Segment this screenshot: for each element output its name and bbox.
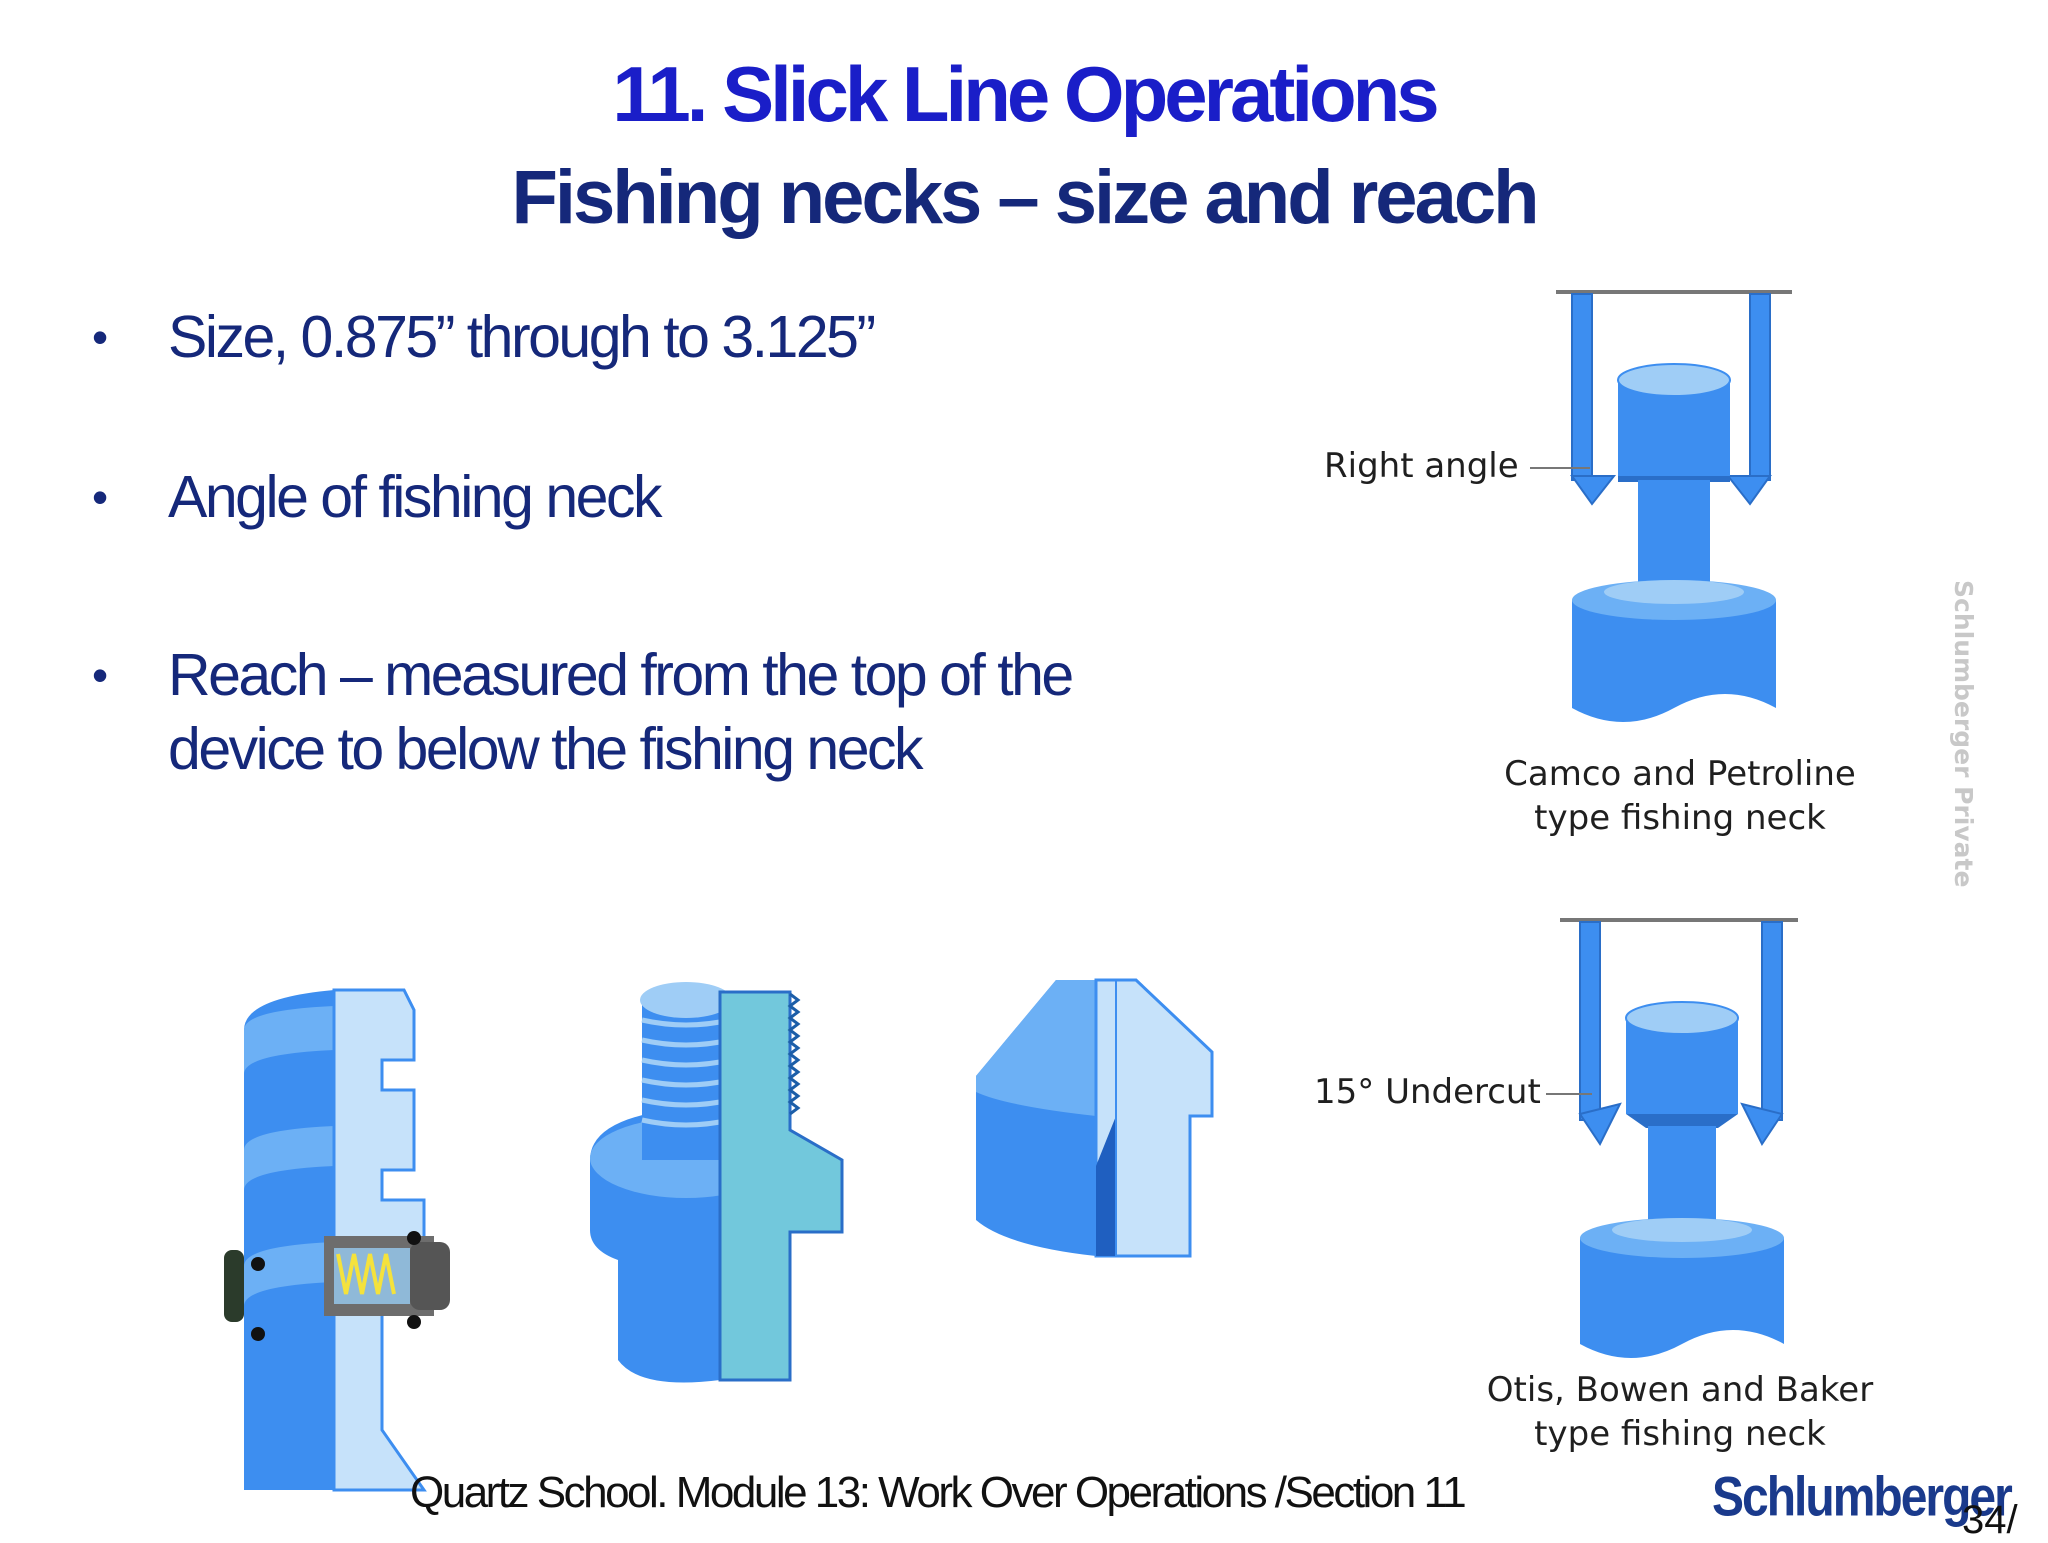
spring-loaded-fishing-neck-cutaway — [224, 988, 450, 1492]
right-angle-fishing-neck-diagram — [1556, 290, 1792, 722]
conical-fishing-neck-cutaway — [976, 978, 1214, 1258]
top-caption-line1: Camco and Petroline — [1504, 754, 1856, 794]
slide-subtitle: Fishing necks – size and reach — [511, 155, 1539, 240]
undercut-leader-line — [1546, 1093, 1592, 1095]
classification-label: Schlumberger Private — [1949, 580, 1978, 888]
bullet-size: • Size, 0.875” through to 3.125” — [84, 300, 1284, 374]
undercut-fishing-neck-diagram — [1560, 918, 1798, 1358]
bullet-marker: • — [92, 471, 108, 523]
top-caption-line2: type fishing neck — [1534, 798, 1826, 838]
slide-title: 11. Slick Line Operations — [612, 50, 1439, 138]
right-angle-label: Right angle — [1324, 446, 1519, 486]
brand-logo: Schlumberger — [1712, 1467, 2013, 1529]
bullet-list: • Size, 0.875” through to 3.125” • Angle… — [84, 300, 1284, 786]
right-angle-leader-line — [1530, 467, 1590, 469]
threaded-fishing-neck-cutaway — [590, 982, 844, 1383]
bullet-reach-text-line2: device to below the fishing neck — [168, 716, 924, 782]
bullet-angle-text: Angle of fishing neck — [168, 464, 662, 530]
bullet-reach-text-line1: Reach – measured from the top of the — [168, 642, 1074, 708]
bottom-caption-line2: type fishing neck — [1534, 1414, 1826, 1454]
bullet-marker: • — [92, 311, 108, 363]
undercut-label: 15° Undercut — [1314, 1072, 1541, 1112]
page-number: 34/ — [1962, 1498, 2018, 1542]
bullet-size-text: Size, 0.875” through to 3.125” — [168, 304, 876, 370]
footer-text: Quartz School. Module 13: Work Over Oper… — [410, 1468, 1467, 1517]
bottom-caption: Otis, Bowen and Baker type fishing neck — [1470, 1368, 1890, 1456]
bullet-reach: • Reach – measured from the top of the d… — [84, 638, 1284, 786]
bullet-angle: • Angle of fishing neck — [84, 460, 1284, 534]
top-caption: Camco and Petroline type fishing neck — [1470, 752, 1890, 840]
bottom-caption-line1: Otis, Bowen and Baker — [1486, 1370, 1874, 1410]
bullet-marker: • — [92, 649, 108, 701]
